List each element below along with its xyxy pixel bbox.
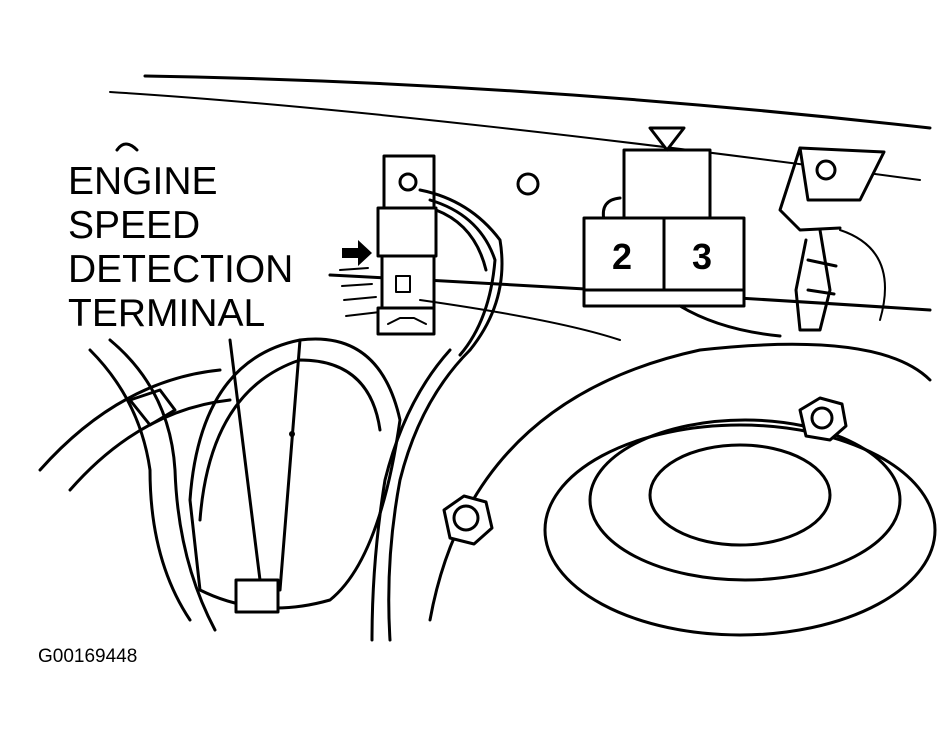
callout-line-1: ENGINE — [68, 160, 218, 203]
hood-edge — [143, 74, 932, 130]
pointer-lines — [339, 267, 381, 317]
hose-left-c — [88, 348, 192, 622]
arrow-pointer-icon — [342, 240, 372, 266]
callout-label: ENGINE SPEED DETECTION TERMINAL — [68, 160, 293, 336]
figure-id: G00169448 — [38, 646, 138, 667]
hose-under-relay — [678, 304, 782, 338]
hose-center — [387, 348, 472, 642]
hose-under-connector — [419, 299, 621, 341]
hose-left-a — [38, 368, 222, 472]
connector-wire-b — [428, 198, 497, 357]
relay-number-left: 2 — [612, 236, 633, 277]
relay-number-right: 3 — [692, 236, 713, 277]
nut-right — [798, 396, 848, 442]
nut-left — [442, 494, 494, 546]
hose-left-b — [68, 398, 232, 492]
small-nut — [516, 172, 540, 196]
hose-center-b — [370, 348, 452, 642]
callout-line-2: SPEED — [68, 204, 201, 247]
strut-tower — [428, 342, 937, 637]
reservoir-cap — [188, 337, 402, 614]
callout-line-3: DETECTION — [68, 248, 294, 291]
triangle-marker-icon — [648, 126, 686, 152]
clip — [128, 388, 177, 427]
relay-block — [582, 148, 746, 308]
small-arc — [115, 142, 139, 152]
connector-wire-a — [418, 188, 504, 352]
hood-edge-inner — [109, 91, 921, 181]
callout-line-4: TERMINAL — [68, 292, 266, 335]
detection-connector — [376, 154, 438, 336]
right-bracket — [778, 146, 886, 332]
connector-wire-c — [434, 208, 488, 272]
hose-left-d — [108, 338, 217, 632]
